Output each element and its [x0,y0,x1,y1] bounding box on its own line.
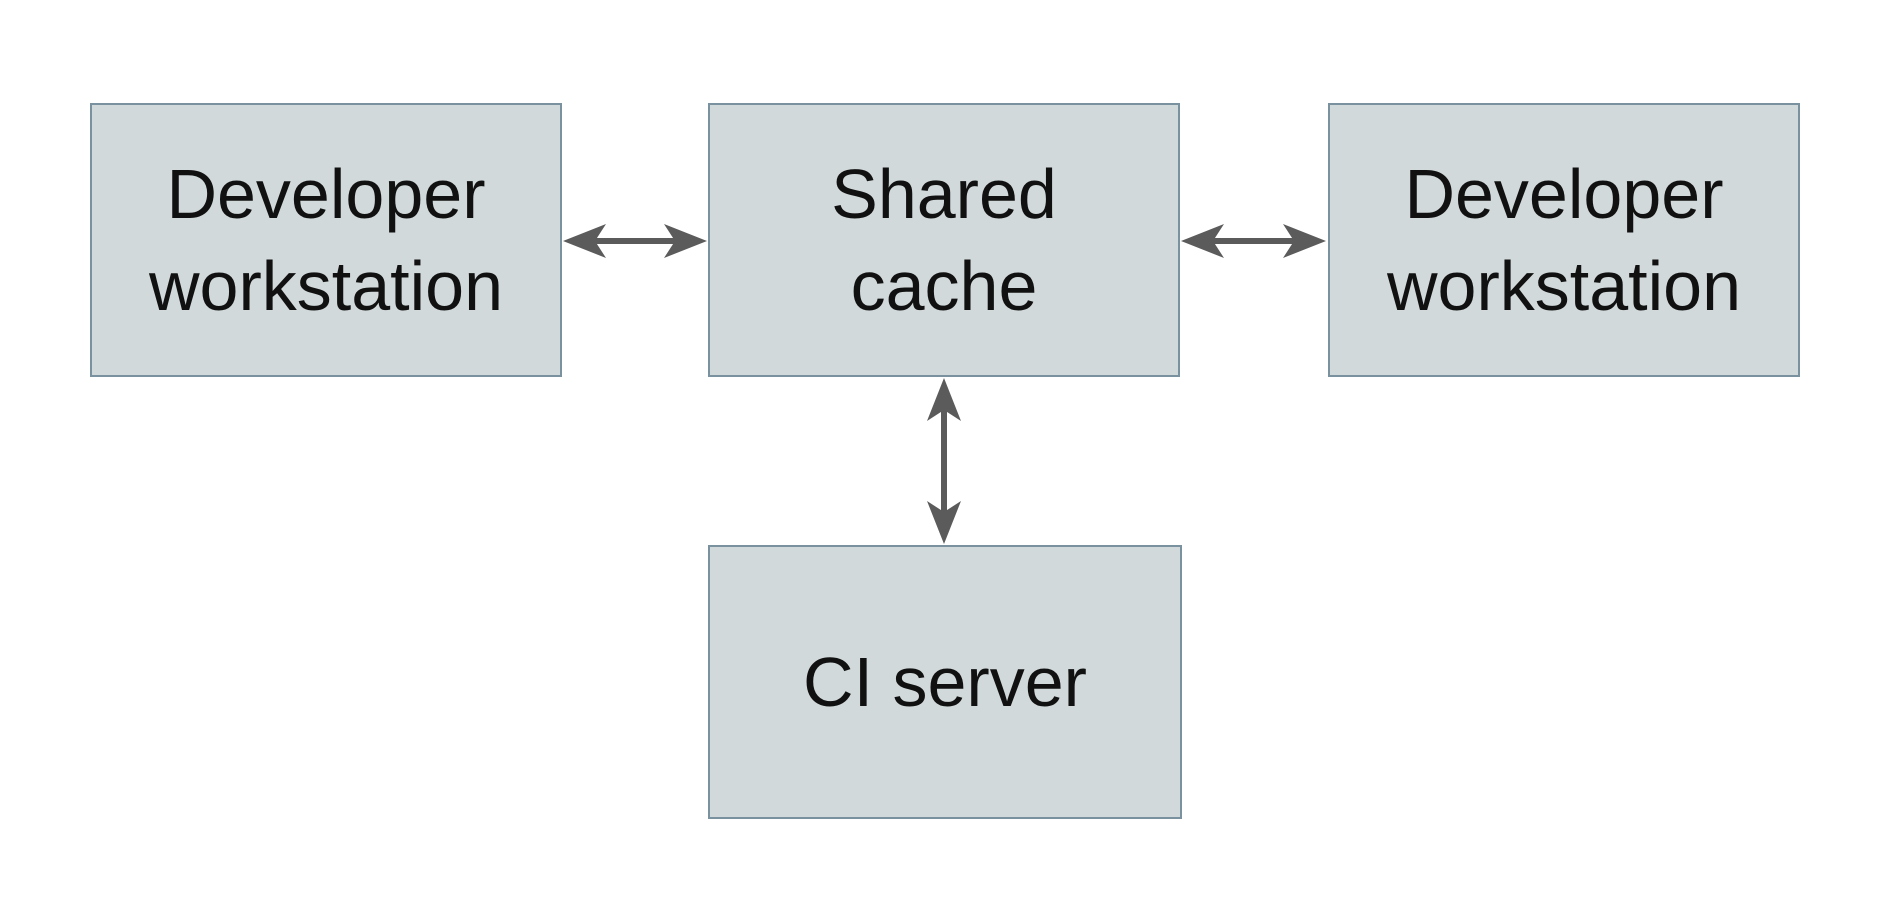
node-ci-server: CI server [708,545,1182,819]
node-label-line: workstation [148,247,504,325]
double-arrow-cache-right-workstation [1181,224,1326,258]
double-arrow-left-workstation-cache [563,224,707,258]
double-arrow-cache-ci-server [927,378,961,544]
node-shared-cache: Shared cache [708,103,1180,377]
node-label-line: CI server [803,643,1087,721]
node-label-line: Developer [1404,155,1724,233]
node-label-line: Shared [831,155,1057,233]
node-developer-workstation-right: Developer workstation [1328,103,1800,377]
node-label-line: cache [850,247,1038,325]
node-label-line: workstation [1386,247,1742,325]
node-label-line: Developer [166,155,486,233]
node-developer-workstation-left: Developer workstation [90,103,562,377]
